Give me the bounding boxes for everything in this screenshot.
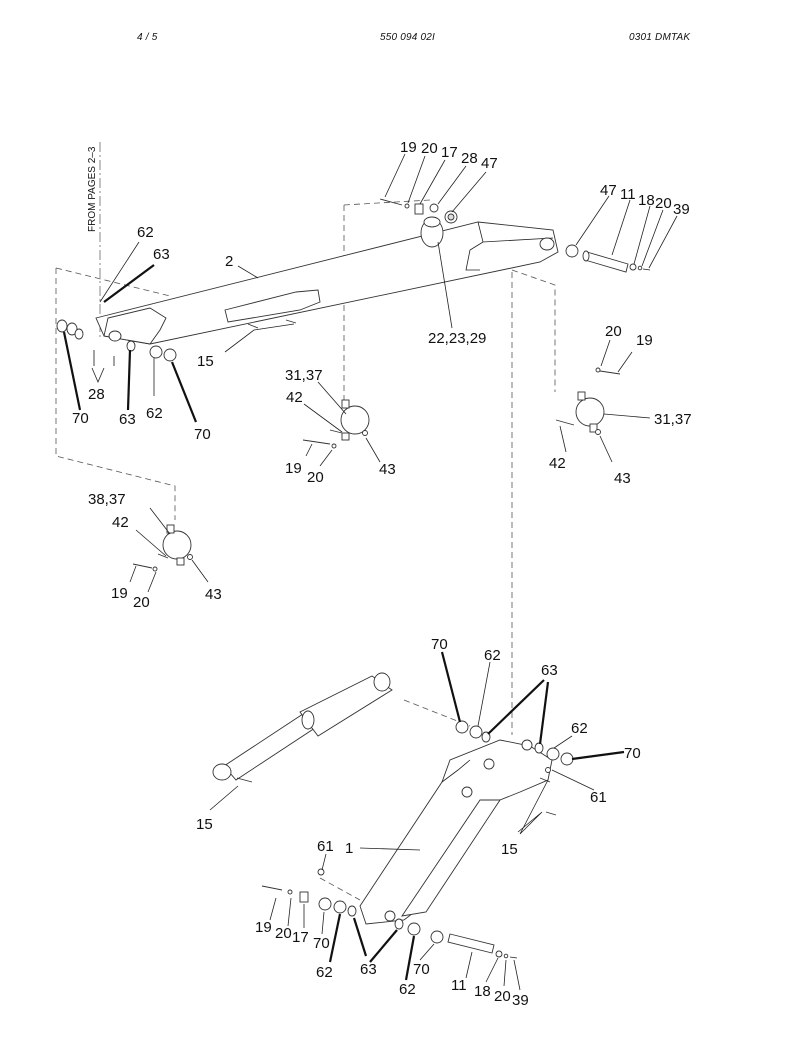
callout-18-bottom: 18 [474,983,491,1000]
lower-left-hardware [261,885,518,959]
callout-47: 47 [481,155,498,172]
callout-39-right: 39 [673,201,690,218]
callout-62-right-b: 62 [571,720,588,737]
top-hardware [379,198,458,224]
callout-17: 17 [441,144,458,161]
callout-11-bottom: 11 [451,977,467,994]
document-number: 550 094 02I [380,32,436,43]
callout-62-upper-right: 62 [484,647,501,664]
callout-47-right: 47 [600,182,617,199]
callout-19-lower: 19 [111,585,128,602]
leader-lines [62,153,678,991]
callout-62-bottom: 62 [316,964,333,981]
callout-43-right: 43 [614,470,631,487]
callout-62-left: 62 [146,405,163,422]
callout-20-mid: 20 [307,469,324,486]
callout-43-lower: 43 [205,586,222,603]
callout-42-right: 42 [549,455,566,472]
callout-19: 19 [400,139,417,156]
callout-70-upper-right: 70 [431,636,448,653]
callout-61-right: 61 [590,789,607,806]
callout-19-right-b: 19 [636,332,653,349]
callout-15-lower-boom: 15 [501,841,518,858]
callout-20-right: 20 [655,195,672,212]
callout-70-bottom-b: 70 [413,961,430,978]
callout-17-bottom: 17 [292,929,309,946]
callout-39-bottom: 39 [512,992,529,1009]
callout-15-cylinder: 15 [196,816,213,833]
reference-lines [55,142,556,901]
callout-61-left: 61 [317,838,334,855]
callout-70-left: 70 [72,410,89,427]
callout-62: 62 [137,224,154,241]
callout-22-23-29: 22,23,29 [428,330,486,347]
callout-70-bottom: 70 [313,935,330,952]
callout-28-left: 28 [88,386,105,403]
callout-42-lower: 42 [112,514,129,531]
callout-62-bottom-b: 62 [399,981,416,998]
callout-70-right-b: 70 [624,745,641,762]
hydraulic-cylinder [212,672,393,783]
callout-63-upper-right: 63 [541,662,558,679]
callout-31-37-right: 31,37 [654,411,692,428]
callout-63: 63 [153,246,170,263]
callout-labels: 19 20 17 28 47 47 11 18 20 39 62 63 2 22… [72,139,692,1009]
callout-19-mid: 19 [285,460,302,477]
callout-42-mid: 42 [286,389,303,406]
callout-28: 28 [461,150,478,167]
from-pages-note: FROM PAGES 2–3 [87,146,98,232]
lower-boom [317,720,574,925]
callout-63-bottom: 63 [360,961,377,978]
callout-1-lower-boom: 1 [345,840,353,857]
callout-19-bottom: 19 [255,919,272,936]
callout-20-right-b: 20 [605,323,622,340]
hose-clamp-right [555,367,621,435]
page-number: 4 / 5 [137,32,158,43]
callout-43-mid: 43 [379,461,396,478]
callout-2-upper-boom: 2 [225,253,233,270]
callout-18-right: 18 [638,192,655,209]
left-end-hardware [56,319,297,366]
callout-20-lower: 20 [133,594,150,611]
callout-15-upper: 15 [197,353,214,370]
callout-11-right: 11 [620,186,636,203]
revision-code: 0301 DMTAK [629,32,691,43]
hose-clamp-lower [132,524,193,572]
upper-boom [95,216,559,345]
callout-20-bottom: 20 [275,925,292,942]
callout-38-37: 38,37 [88,491,126,508]
callout-31-37-mid: 31,37 [285,367,323,384]
callout-20: 20 [421,140,438,157]
right-pin-hardware [565,244,651,273]
callout-70-left-b: 70 [194,426,211,443]
callout-20-bottom-b: 20 [494,988,511,1005]
callout-63-left: 63 [119,411,136,428]
hose-clamp-middle [302,399,370,449]
